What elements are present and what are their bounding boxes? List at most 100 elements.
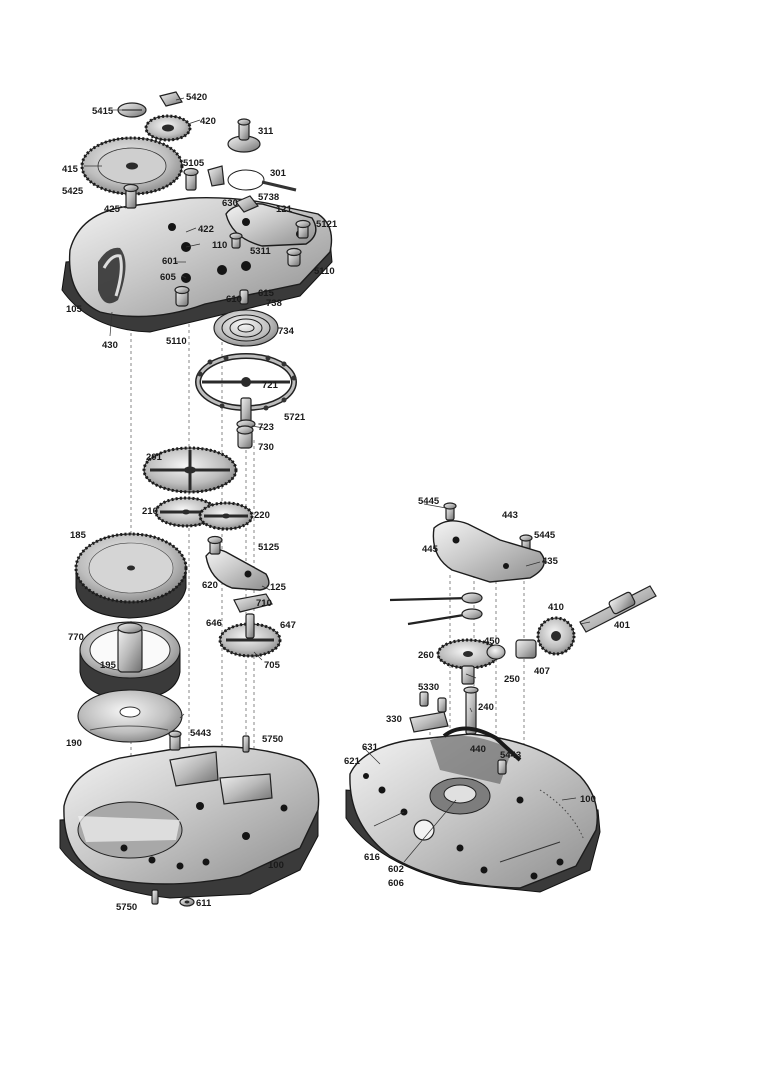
part-label: 5750 bbox=[116, 902, 137, 913]
part-label: 430 bbox=[102, 340, 118, 351]
part-label: 407 bbox=[534, 666, 550, 677]
screw-5105 bbox=[183, 167, 199, 191]
part-label: 5425 bbox=[62, 186, 84, 197]
part-label: 621 bbox=[344, 756, 361, 767]
winding-stem-401 bbox=[579, 585, 657, 633]
leader-lines bbox=[84, 97, 591, 863]
main-plate-100-right bbox=[345, 733, 601, 893]
part-label: 443 bbox=[502, 510, 518, 521]
part-label: 5311 bbox=[250, 246, 271, 257]
barrel-cover-190 bbox=[77, 689, 183, 743]
intermediate-wheel-450 bbox=[486, 644, 506, 660]
part-label: 5443 bbox=[190, 728, 211, 739]
arbor-195 bbox=[117, 622, 143, 673]
crown-wheel-420 bbox=[144, 114, 192, 142]
part-label: 5750 bbox=[262, 734, 283, 745]
spring-330 bbox=[409, 711, 449, 733]
pallet-fork-710 bbox=[233, 593, 273, 613]
part-label: 195 bbox=[100, 660, 117, 671]
clutch-407 bbox=[515, 639, 537, 659]
part-label: 723 bbox=[258, 422, 274, 433]
part-label: 422 bbox=[198, 224, 214, 235]
screw-5445-right bbox=[519, 534, 533, 551]
part-label: 110 bbox=[212, 240, 227, 251]
part-label: 5443 bbox=[500, 750, 521, 761]
part-label: 210 bbox=[142, 506, 158, 517]
part-label: 5721 bbox=[284, 412, 306, 423]
pinion-730 bbox=[236, 425, 254, 449]
part-label: 240 bbox=[478, 702, 494, 713]
part-label: 5125 bbox=[258, 542, 280, 553]
screw-5110-right bbox=[286, 247, 302, 267]
screw-5415 bbox=[117, 102, 147, 118]
screw-5125 bbox=[207, 535, 223, 555]
part-label: 410 bbox=[548, 602, 564, 613]
part-label: 425 bbox=[104, 204, 121, 215]
stud-738 bbox=[239, 289, 249, 305]
screw-5445-top bbox=[443, 502, 457, 521]
part-label: 105 bbox=[66, 304, 83, 315]
part-label: 121 bbox=[276, 204, 293, 215]
part-label: 730 bbox=[258, 442, 274, 453]
part-label: 301 bbox=[270, 168, 287, 179]
pin-5750-top bbox=[242, 735, 250, 753]
hands-pins bbox=[389, 592, 483, 626]
part-label: 620 bbox=[202, 580, 218, 591]
pin-5750-bottom bbox=[151, 889, 159, 905]
part-label: 5105 bbox=[183, 158, 205, 169]
part-label: 738 bbox=[266, 298, 282, 309]
part-label: 5445 bbox=[418, 496, 440, 507]
screw-5311 bbox=[229, 232, 243, 249]
part-label: 190 bbox=[66, 738, 82, 749]
part-label: 100 bbox=[580, 794, 596, 805]
part-label: 185 bbox=[70, 530, 87, 541]
part-label: 220 bbox=[254, 510, 270, 521]
main-plate-100-left bbox=[59, 745, 320, 899]
center-wheel-201 bbox=[142, 446, 238, 494]
setting-lever-445 bbox=[432, 520, 545, 583]
part-label: 435 bbox=[542, 556, 559, 567]
part-label: 330 bbox=[386, 714, 402, 725]
cannon-240 bbox=[463, 686, 479, 735]
part-label: 647 bbox=[280, 620, 296, 631]
part-label: 450 bbox=[484, 636, 500, 647]
part-label: 611 bbox=[196, 898, 212, 909]
screw-5443-right bbox=[497, 759, 507, 775]
part-label: 770 bbox=[68, 632, 84, 643]
part-label: 401 bbox=[614, 620, 631, 631]
part-label: 602 bbox=[388, 864, 404, 875]
spring-301 bbox=[207, 165, 297, 192]
screw-5443-left bbox=[168, 730, 182, 751]
part-label: 100 bbox=[268, 860, 284, 871]
screw-5425 bbox=[123, 183, 139, 209]
regulator-311 bbox=[227, 118, 261, 153]
part-label: 630 bbox=[222, 198, 238, 209]
part-label: 5110 bbox=[314, 266, 335, 277]
part-label: 5121 bbox=[316, 219, 338, 230]
part-label: 250 bbox=[504, 674, 520, 685]
jewel-611 bbox=[179, 897, 195, 907]
part-label: 646 bbox=[206, 618, 222, 629]
part-label: 415 bbox=[62, 164, 79, 175]
fourth-wheel-220 bbox=[198, 501, 254, 531]
part-label: 5445 bbox=[534, 530, 556, 541]
barrel-185 bbox=[74, 532, 188, 619]
part-label: 601 bbox=[162, 256, 179, 267]
left-labels: 5415 5420 420 311 415 5105 301 5425 425 … bbox=[62, 92, 338, 913]
screw-5110 bbox=[174, 285, 190, 307]
part-label: 440 bbox=[470, 744, 486, 755]
part-label: 5330 bbox=[418, 682, 439, 693]
part-label: 615 bbox=[258, 288, 275, 299]
right-labels: 5445 443 5445 445 435 410 401 450 260 40… bbox=[344, 496, 631, 889]
screw-5121 bbox=[295, 219, 311, 239]
barrel-bridge-105 bbox=[61, 196, 333, 333]
winding-pinion-410 bbox=[536, 616, 576, 656]
screws-5330 bbox=[419, 691, 447, 713]
part-label: 5738 bbox=[258, 192, 279, 203]
hairspring-734 bbox=[213, 309, 279, 347]
part-label: 5415 bbox=[92, 106, 114, 117]
part-label: 734 bbox=[278, 326, 295, 337]
part-label: 311 bbox=[258, 126, 274, 137]
part-label: 705 bbox=[264, 660, 281, 671]
